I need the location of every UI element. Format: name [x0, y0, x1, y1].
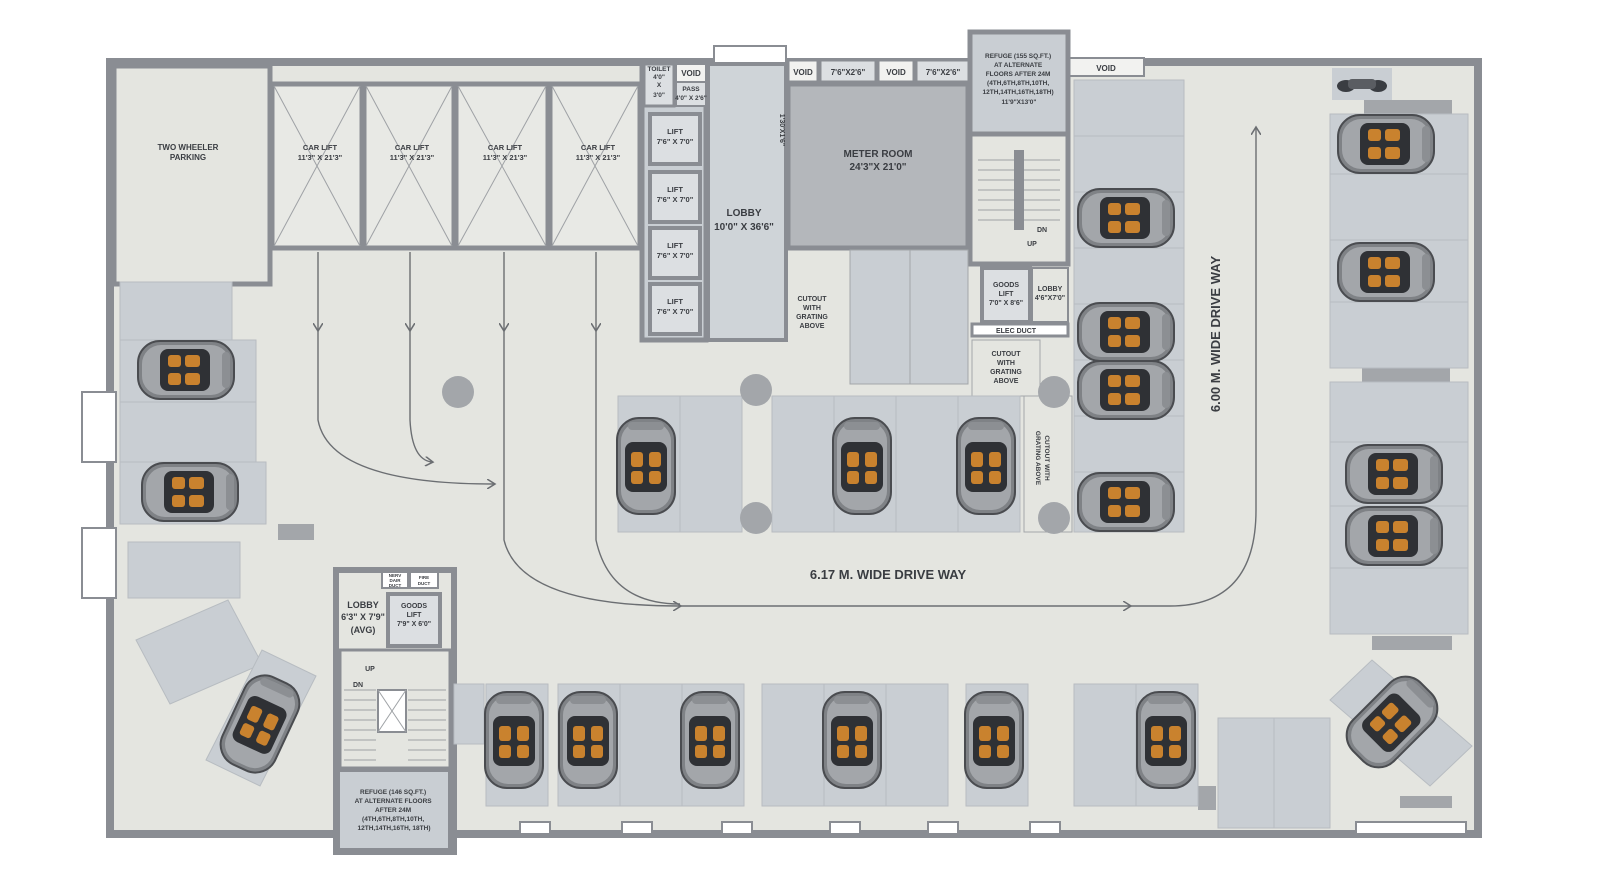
car-6 — [1077, 188, 1175, 248]
car-8 — [1077, 360, 1175, 420]
window-openings — [81, 45, 1467, 835]
car-20 — [964, 691, 1024, 789]
car-3 — [616, 417, 676, 515]
driveway-arrows — [318, 128, 1256, 606]
shaft-label-1: 7'6"X2'6" — [831, 68, 866, 77]
meter-room — [785, 81, 971, 251]
car-19 — [822, 691, 882, 789]
car-5 — [956, 417, 1016, 515]
car-1 — [137, 340, 235, 400]
void-label-1: VOID — [681, 69, 701, 78]
pass — [675, 81, 707, 107]
car-12 — [1345, 444, 1443, 504]
cutout-2-area — [971, 339, 1041, 397]
cutout-1 — [849, 249, 969, 385]
main-lobby — [706, 62, 788, 342]
car-4 — [832, 417, 892, 515]
car-10 — [1337, 114, 1435, 174]
toilet — [642, 62, 676, 108]
refuge-bottom — [336, 768, 452, 852]
car-2 — [141, 462, 239, 522]
lobby-small — [1031, 267, 1069, 323]
refuge-top-label: REFUGE (155 SQ.FT.) AT ALTERNATE FLOORS … — [983, 53, 1056, 106]
car-7 — [1077, 302, 1175, 362]
duct-bottom-1 — [381, 571, 409, 589]
car-16 — [484, 691, 544, 789]
fire-duct-bottom — [409, 571, 439, 589]
shaft-dim-label: 1'30'X1'6" — [778, 114, 785, 146]
void-label-4: VOID — [1096, 64, 1116, 73]
stair-treads — [978, 150, 1060, 230]
up-label-top: UP — [1027, 241, 1037, 248]
stair-treads-bottom — [344, 689, 446, 761]
dn-label-top: DN — [1037, 227, 1047, 234]
void-label-3: VOID — [886, 68, 906, 77]
goods-lift-top — [980, 266, 1032, 324]
shaft-label-2: 7'6"X2'6" — [926, 68, 961, 77]
dn-label-bottom: DN — [353, 682, 363, 689]
two-wheeler-parking — [111, 63, 273, 287]
cutout-3-label: CUTOUT WITHGRATING ABOVE — [1034, 431, 1050, 486]
car-18 — [680, 691, 740, 789]
lift-cars — [648, 112, 702, 336]
car-21 — [1136, 691, 1196, 789]
up-label-bottom: UP — [365, 666, 375, 673]
refuge-bottom-label: REFUGE (146 SQ.FT.) AT ALTERNATE FLOORS … — [355, 789, 434, 832]
void-label-2: VOID — [793, 68, 813, 77]
car-13 — [1345, 506, 1443, 566]
motorcycle-icon — [1332, 68, 1392, 100]
driveway-vertical-label: 6.00 M. WIDE DRIVE WAY — [1208, 256, 1223, 413]
car-lifts — [269, 81, 643, 251]
car-11 — [1337, 242, 1435, 302]
car-17 — [558, 691, 618, 789]
driveway-horizontal-label: 6.17 M. WIDE DRIVE WAY — [810, 567, 967, 582]
goods-lift-bottom — [386, 592, 442, 648]
elec-duct-label: ELEC DUCT — [996, 328, 1037, 335]
elec-duct — [970, 322, 1070, 338]
columns — [278, 100, 1452, 810]
car-9 — [1077, 472, 1175, 532]
